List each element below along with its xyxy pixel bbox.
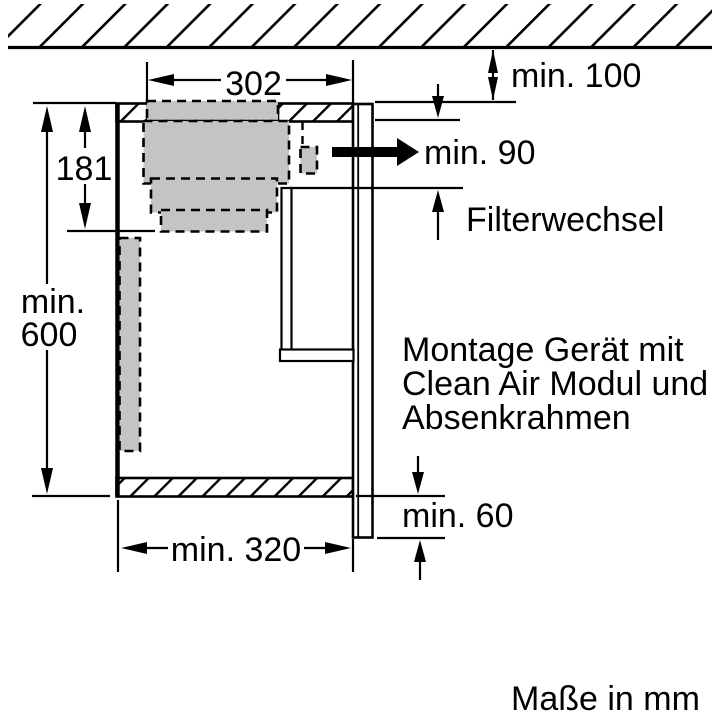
module-top-strip: [145, 99, 280, 123]
filter-arrow-up: [432, 190, 444, 212]
montage-line-1: Montage Gerät mit: [402, 331, 684, 369]
montage-line-2: Clean Air Modul und: [402, 365, 708, 403]
mounting-panel: [351, 102, 374, 539]
montage-line-3: Absenkrahmen: [402, 399, 631, 437]
dim-302-arrow-left: [148, 74, 174, 86]
dim-filter-change: Filterwechsel: [290, 84, 664, 240]
dim-100-label: min. 100: [511, 57, 641, 95]
dim-60-arrow-down: [412, 472, 424, 494]
module-side-strip: [118, 236, 142, 453]
dim-100-arrow-down: [488, 77, 498, 100]
dim-side-clearance: min. 90: [332, 134, 536, 172]
dim-90-thick-arrow: [332, 138, 419, 166]
dim-60-arrow-up: [414, 540, 426, 562]
dim-181-label: 181: [56, 150, 113, 188]
cabinet-bottom-shelf: [115, 476, 355, 498]
module-mid-section: [149, 177, 279, 214]
dim-100-arrow-up: [488, 50, 498, 73]
dim-module-height: 181: [33, 101, 155, 233]
ceiling-hatch: [8, 4, 712, 50]
dim-320-arrow-right: [325, 542, 351, 554]
dim-181-arrow-down: [79, 203, 91, 229]
dim-60-label: min. 60: [402, 497, 514, 535]
montage-annotation: Montage Gerät mit Clean Air Modul und Ab…: [402, 331, 708, 437]
dim-600-label-value: 600: [21, 316, 78, 354]
module-outlet-square: [299, 145, 319, 175]
dim-90-label: min. 90: [424, 134, 536, 172]
filterwechsel-label: Filterwechsel: [466, 201, 664, 239]
duct-flange: [278, 348, 355, 363]
cabinet-top-shelf-right: [276, 102, 355, 123]
dim-320-label: min. 320: [171, 531, 301, 569]
dim-min-height: min. 600: [21, 106, 110, 498]
dim-niche-width: 302: [145, 60, 355, 104]
dim-min-depth: min. 320: [116, 500, 355, 572]
module-body: [142, 119, 291, 185]
dim-181-arrow-up: [79, 106, 91, 132]
dim-600-label-prefix: min.: [21, 283, 85, 321]
dim-320-arrow-left: [121, 542, 147, 554]
cabinet-top-shelf-left: [115, 102, 150, 123]
dim-bottom-overhang: min. 60: [356, 456, 514, 580]
dim-600-arrow-down: [41, 468, 53, 494]
duct-channel: [280, 186, 293, 352]
dim-302-arrow-right: [326, 74, 352, 86]
dim-302-label: 302: [225, 65, 282, 103]
dim-ceiling-clearance: min. 100: [375, 50, 641, 104]
module-lower-section: [159, 208, 269, 233]
units-note: Maße in mm: [511, 680, 700, 718]
filter-arrow-down: [432, 96, 444, 118]
dim-600-arrow-up: [41, 106, 53, 132]
